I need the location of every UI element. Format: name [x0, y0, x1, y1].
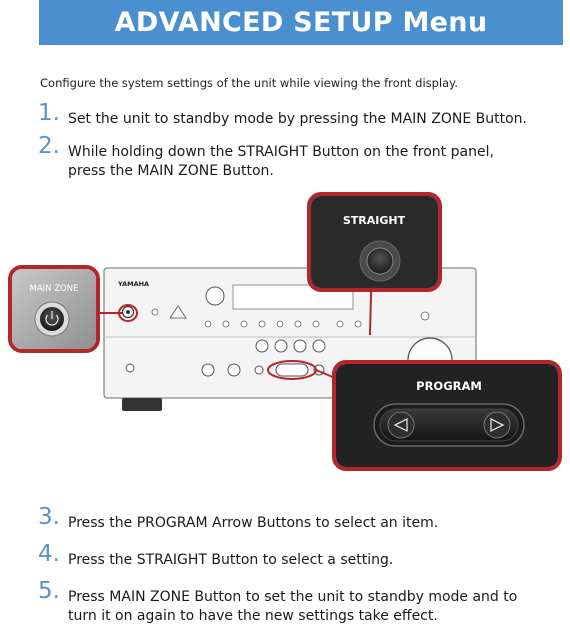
straight-label: STRAIGHT — [343, 214, 406, 227]
program-left-button — [387, 411, 415, 439]
main-zone-callout: MAIN ZONE — [8, 265, 100, 353]
arrow-right-icon — [490, 417, 505, 433]
program-label: PROGRAM — [416, 379, 482, 393]
step-number: 1. — [38, 100, 60, 126]
brand-logo: YAMAHA — [117, 280, 149, 288]
step-text: Press the PROGRAM Arrow Buttons to selec… — [68, 515, 439, 531]
step-text: Press MAIN ZONE Button to set the unit t… — [68, 589, 518, 624]
intro-text: Configure the system settings of the uni… — [40, 76, 458, 90]
step-number: 5. — [38, 578, 60, 604]
step-number: 3. — [38, 504, 60, 530]
straight-closeup: STRAIGHT — [311, 196, 438, 288]
straight-button-icon — [366, 247, 394, 275]
straight-callout: STRAIGHT — [307, 192, 442, 292]
step-text: Set the unit to standby mode by pressing… — [68, 111, 527, 127]
receiver-foot — [122, 398, 162, 411]
main-zone-label: MAIN ZONE — [30, 284, 79, 294]
step-text: Press the STRAIGHT Button to select a se… — [68, 552, 394, 568]
main-zone-closeup: MAIN ZONE — [12, 269, 96, 349]
arrow-left-icon — [393, 417, 408, 433]
step-number: 4. — [38, 541, 60, 567]
program-callout: PROGRAM — [332, 360, 562, 471]
page-title: ADVANCED SETUP Menu — [39, 0, 563, 45]
step-text: While holding down the STRAIGHT Button o… — [68, 144, 494, 179]
program-right-button — [483, 411, 511, 439]
program-closeup: PROGRAM — [336, 364, 558, 467]
step-number: 2. — [38, 133, 60, 159]
